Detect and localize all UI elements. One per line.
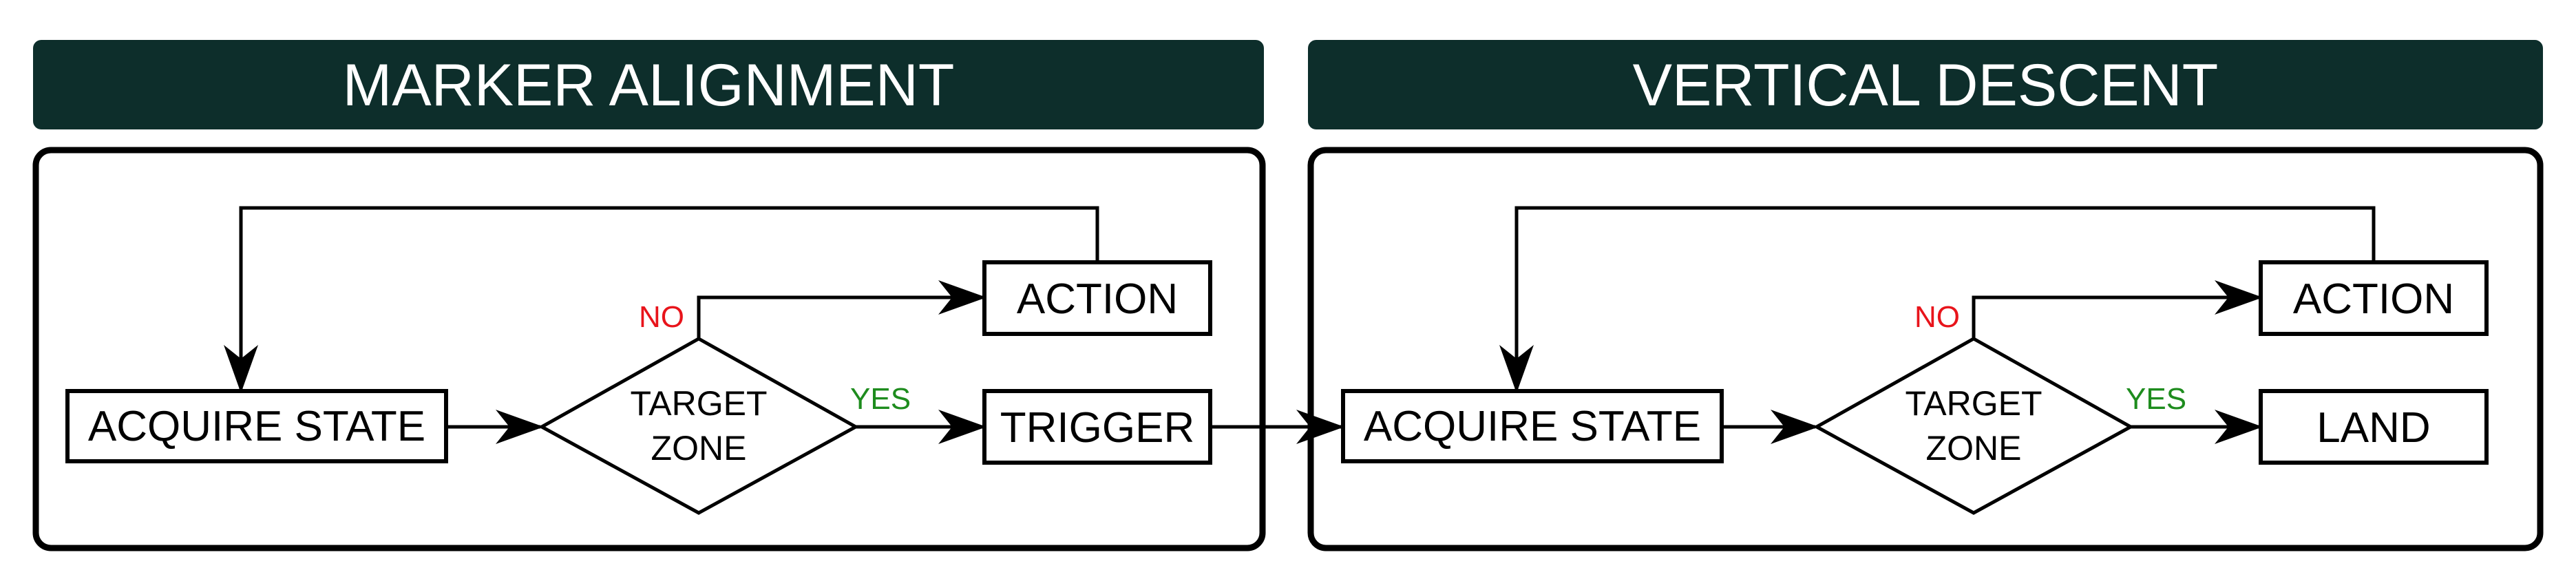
land-label: LAND	[2316, 404, 2430, 452]
acquire-state-label: ACQUIRE STATE	[88, 403, 425, 450]
loop-action-to-acquire	[1499, 206, 2376, 393]
decision-label-line1: TARGET	[1905, 384, 2042, 423]
target-zone-decision	[538, 337, 860, 515]
yes-label: YES	[850, 382, 911, 416]
no-label: NO	[639, 300, 684, 334]
panel-frame-vertical-descent	[1307, 147, 2544, 551]
trigger-label: TRIGGER	[1000, 404, 1194, 452]
action-label: ACTION	[2293, 275, 2454, 323]
panel-vertical-descent: VERTICAL DESCENT ACQUIRE STATE TARGET ZO…	[1307, 40, 2544, 551]
action-label: ACTION	[1017, 275, 1178, 323]
decision-label-line1: TARGET	[630, 384, 767, 423]
panel-header-marker-alignment	[33, 40, 1264, 129]
acquire-state-box	[1341, 389, 1724, 463]
decision-label-line2: ZONE	[1926, 429, 2022, 467]
loop-action-to-acquire	[224, 206, 1099, 393]
decision-label-line2: ZONE	[651, 429, 747, 467]
panel-frame-marker-alignment	[32, 147, 1266, 551]
arrow-no-to-action	[1972, 280, 2263, 339]
panel-header-vertical-descent	[1308, 40, 2543, 129]
panel-marker-alignment: MARKER ALIGNMENT ACQUIRE STATE TARGET ZO…	[32, 40, 1266, 551]
yes-label: YES	[2126, 382, 2186, 416]
acquire-state-label: ACQUIRE STATE	[1364, 403, 1701, 450]
panel-title-marker-alignment: MARKER ALIGNMENT	[343, 52, 955, 118]
arrow-no-to-action	[697, 280, 986, 339]
target-zone-decision	[1813, 337, 2135, 515]
no-label: NO	[1914, 300, 1960, 334]
panel-title-vertical-descent: VERTICAL DESCENT	[1633, 52, 2219, 118]
action-box	[2259, 260, 2489, 336]
